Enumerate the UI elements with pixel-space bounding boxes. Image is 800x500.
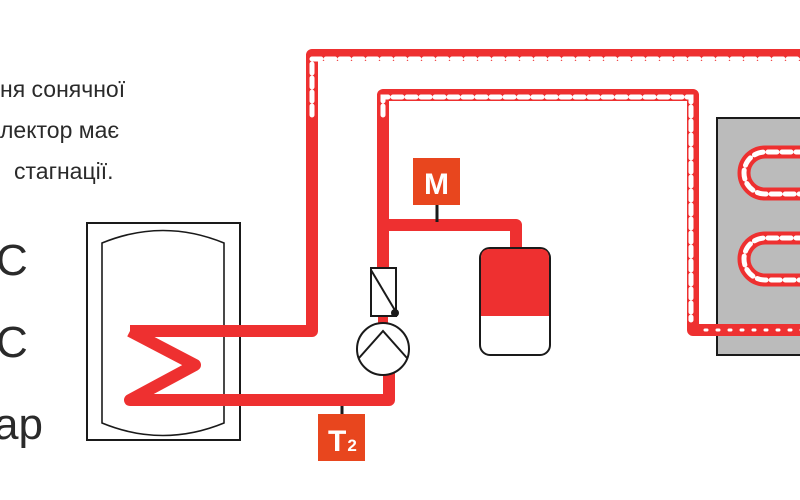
pump-icon xyxy=(356,322,410,376)
value-1: С xyxy=(0,236,28,285)
manometer-box xyxy=(413,158,460,205)
description-line-3: стагнації. xyxy=(14,158,114,184)
vapor-dashes-return xyxy=(380,94,694,323)
description-line-1: ня сонячної xyxy=(0,76,126,102)
storage-tank xyxy=(101,229,225,437)
value-2: С xyxy=(0,318,28,367)
collector-coil xyxy=(737,145,800,287)
expansion-vessel-fill xyxy=(481,249,549,316)
flow-pipe xyxy=(130,49,800,337)
value-3: ар xyxy=(0,400,43,449)
sensor-subscript: 2 xyxy=(347,436,356,455)
sensor-letter: T xyxy=(328,425,346,458)
expansion-branch-pipe xyxy=(383,219,522,252)
tank-heat-exchanger-coil xyxy=(124,325,395,406)
vapor-dashes-flow xyxy=(309,56,800,118)
temperature-sensor-label: T2 xyxy=(328,425,357,458)
temperature-sensor-box xyxy=(318,414,365,461)
manometer-label: M xyxy=(424,168,449,201)
check-valve-icon xyxy=(370,267,399,317)
description-line-2: лектор має xyxy=(0,117,120,143)
